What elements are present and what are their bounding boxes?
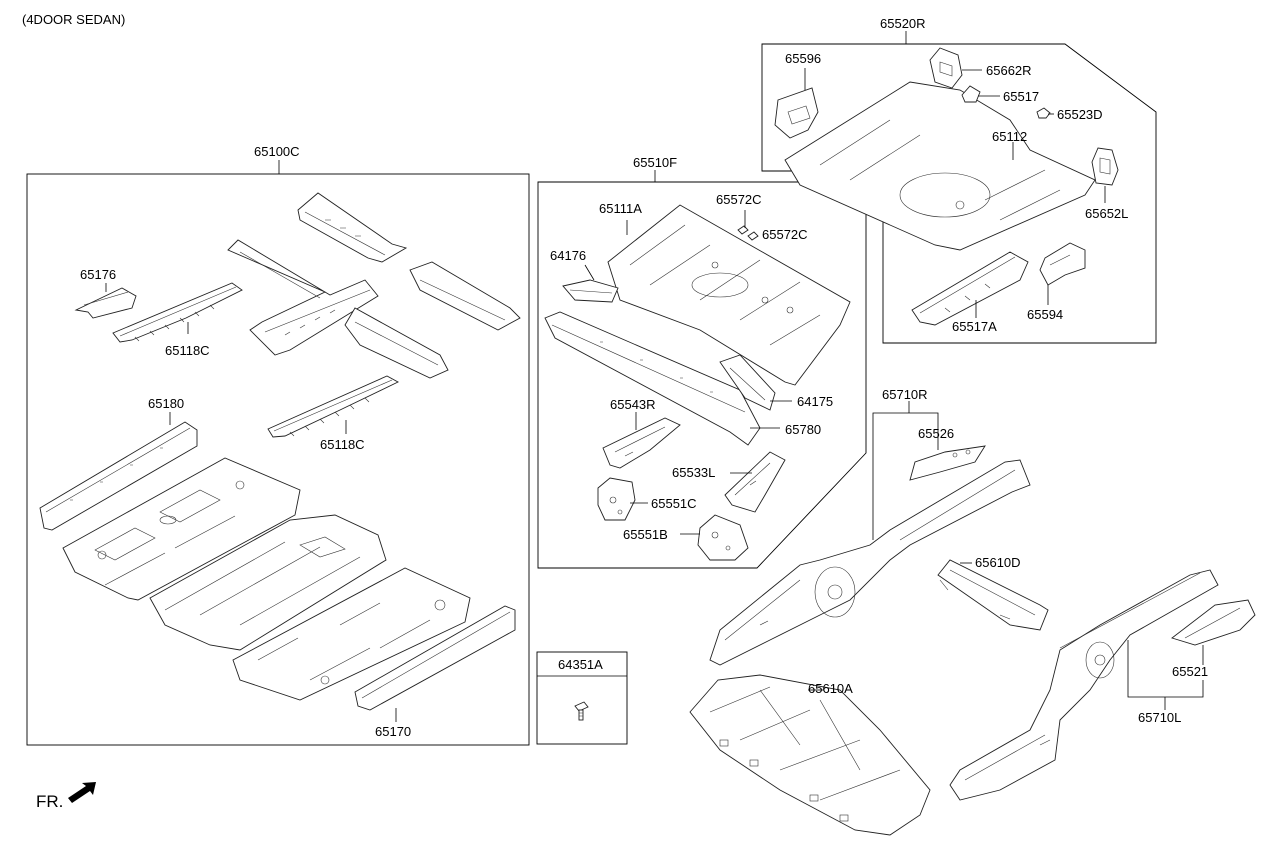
part-65118C-upper-shape [112,282,243,343]
part-65112-shape [784,81,1096,251]
part-65517-shape [961,85,981,103]
part-65526-shape [909,445,986,481]
part-floor-front-left-shape [62,457,301,601]
part-65118C-lower-shape [267,375,399,438]
variant-label: (4DOOR SEDAN) [22,12,126,27]
part-label-65176[interactable]: 65176 [80,267,117,282]
part-65180-shape [39,421,198,531]
part-label-65180[interactable]: 65180 [148,396,185,411]
part-label-65610A[interactable]: 65610A [808,681,853,696]
part-label-65596[interactable]: 65596 [785,51,822,66]
part-65111A-shape [607,204,851,386]
part-65551C-shape [597,477,636,521]
group-label-65100C[interactable]: 65100C [254,144,300,159]
part-label-65780[interactable]: 65780 [785,422,822,437]
part-65551B-shape [697,514,749,561]
part-label-65523D[interactable]: 65523D [1057,107,1103,122]
part-65610D-shape [937,559,1049,631]
part-label-65594[interactable]: 65594 [1027,307,1064,322]
part-label-64175[interactable]: 64175 [797,394,834,409]
part-label-65551C[interactable]: 65551C [651,496,697,511]
part-label-65112[interactable]: 65112 [992,129,1028,144]
part-crossmember-mid-shape [227,239,379,356]
box-64351A [536,651,628,745]
part-65710L-rail-shape [949,569,1219,801]
part-65523D-shape [1036,107,1051,119]
part-65176-shape [74,287,137,319]
part-65710R-rail-shape [709,459,1031,666]
part-65572C-clip-shape [737,225,759,241]
part-label-65118C-lower[interactable]: 65118C [320,437,365,452]
part-64351A-bolt-shape [574,701,589,721]
part-label-65118C-upper[interactable]: 65118C [165,343,210,358]
part-64176-shape [562,279,619,303]
group-label-65710R[interactable]: 65710R [882,387,928,402]
part-65170-shape [354,605,516,711]
part-label-65533L[interactable]: 65533L [672,465,716,480]
front-direction-label: FR. [36,792,64,811]
part-crossmember-right-shape [409,261,521,331]
part-label-65551B[interactable]: 65551B [623,527,668,542]
part-label-64176[interactable]: 64176 [550,248,587,263]
part-65652L-shape [1091,147,1119,186]
part-label-65610D[interactable]: 65610D [975,555,1021,570]
part-floor-center-tunnel-shape [149,514,387,651]
part-label-65526[interactable]: 65526 [918,426,955,441]
group-label-64351A[interactable]: 64351A [558,657,603,672]
group-label-65710L[interactable]: 65710L [1138,710,1182,725]
part-65521-shape [1171,599,1256,646]
part-65533L-shape [724,451,786,513]
part-65543R-shape [602,417,681,469]
part-65610A-shape [689,674,931,836]
part-65662R-shape [929,47,963,89]
part-65594-shape [1039,242,1086,286]
front-direction-arrow-icon [68,782,96,803]
part-label-65170[interactable]: 65170 [375,724,412,739]
box-65100C [26,173,530,746]
group-label-65510F[interactable]: 65510F [633,155,678,170]
part-floor-front-right-shape [232,567,471,701]
part-label-65572C-b[interactable]: 65572C [762,227,808,242]
part-label-65111A[interactable]: 65111A [599,201,642,216]
part-label-65517A[interactable]: 65517A [952,319,997,334]
part-crossmember-front-shape [297,192,408,263]
part-label-65652L[interactable]: 65652L [1085,206,1129,221]
part-label-65662R[interactable]: 65662R [986,63,1032,78]
part-crossmember-side-shape [344,307,449,379]
part-label-65517[interactable]: 65517 [1003,89,1040,104]
group-label-65520R[interactable]: 65520R [880,16,926,31]
part-65517A-shape [911,251,1029,326]
part-label-65543R[interactable]: 65543R [610,397,656,412]
part-label-65572C-a[interactable]: 65572C [716,192,762,207]
part-label-65521[interactable]: 65521 [1172,664,1209,679]
part-65596-shape [774,87,819,139]
part-64175-shape [719,354,776,411]
box-65520R [761,43,1157,344]
part-rear-crossmember-shape [544,311,761,446]
